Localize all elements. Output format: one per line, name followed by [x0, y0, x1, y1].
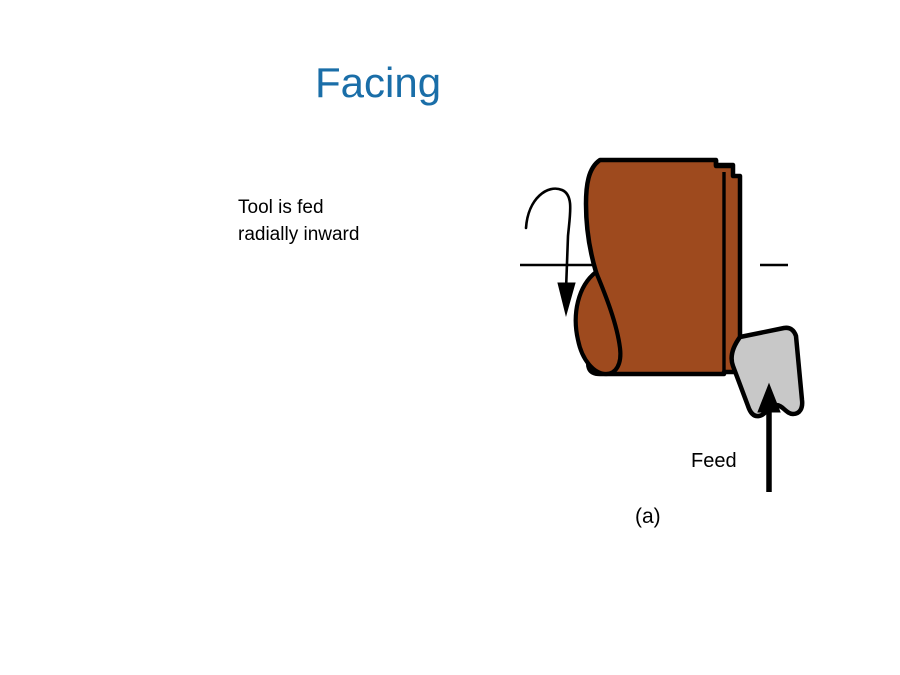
page-title: Facing: [315, 59, 442, 106]
rotation-arrowhead: [557, 282, 576, 317]
figure-caption: (a): [635, 505, 661, 528]
feed-arrowhead: [757, 382, 781, 413]
chip-curl: [573, 269, 623, 377]
annotation-tool-is-fed-radially-inward: Tool is fed radially inward: [238, 197, 360, 245]
workpiece-shoulder-step: [713, 160, 733, 169]
rotation-arc: [524, 187, 572, 292]
feed-label: Feed: [691, 450, 737, 472]
